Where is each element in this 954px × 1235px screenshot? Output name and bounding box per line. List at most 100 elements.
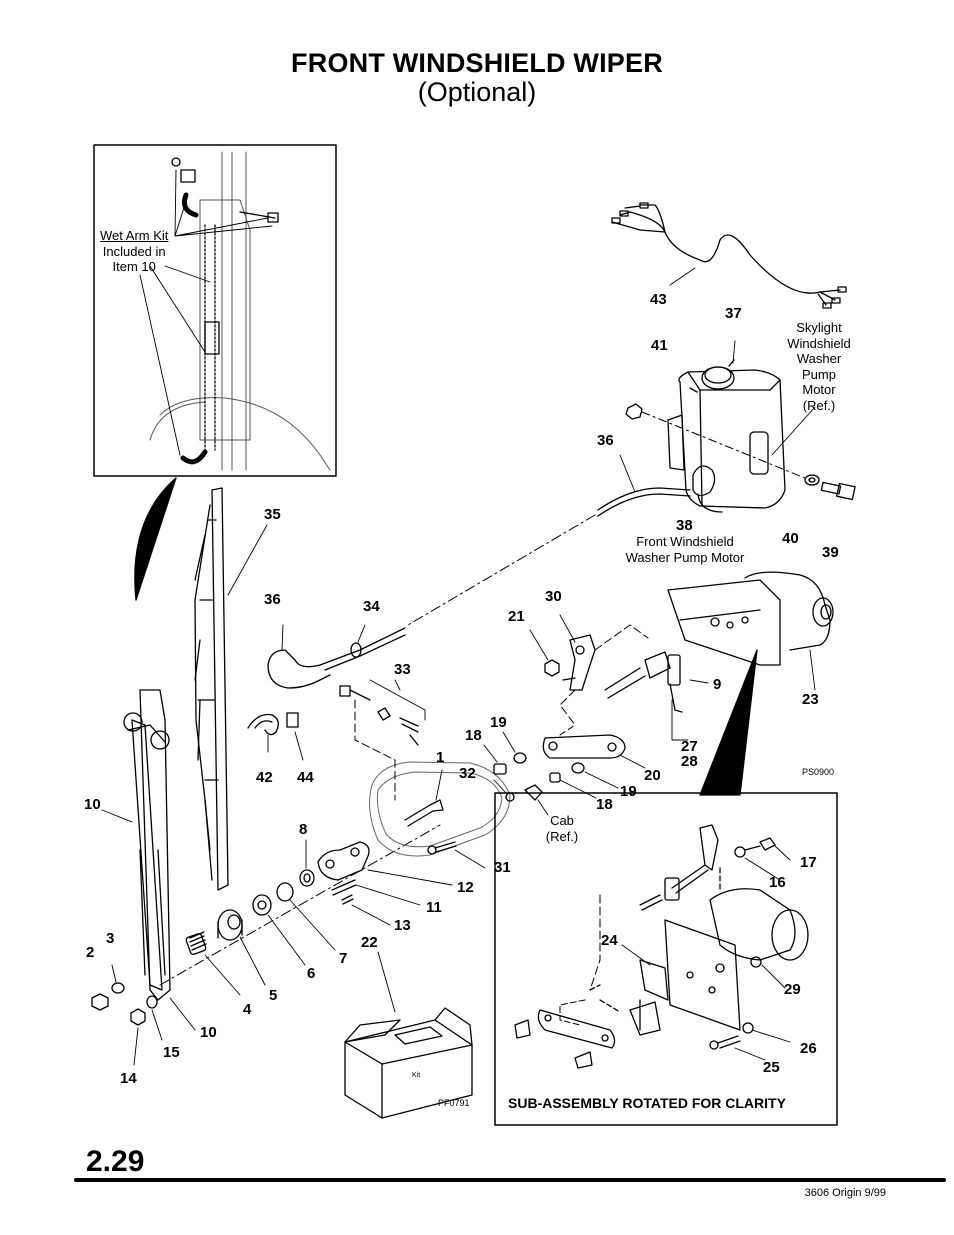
washer-3 — [111, 964, 125, 994]
cab-note-line-1: Cab — [550, 813, 574, 828]
callout-16: 16 — [769, 874, 786, 891]
bushing-18-lower — [549, 772, 597, 799]
drive-shaft-9 — [604, 651, 709, 741]
wet-arm-inset-frame — [93, 144, 337, 477]
callout-38: 38 — [676, 517, 693, 534]
callout-32: 32 — [459, 765, 476, 782]
wet-arm-note-line-2: Included in — [102, 243, 166, 259]
callout-12: 12 — [457, 879, 474, 896]
wet-arm-note-line-1: Wet Arm Kit — [100, 228, 169, 243]
bushing-5 — [217, 909, 266, 986]
wet-arm-inset-art — [149, 151, 331, 471]
wiper-motor-23 — [667, 571, 834, 691]
pivot-axis-dashed — [159, 824, 441, 986]
callout-10-upper: 10 — [84, 796, 101, 813]
wiring-harness-43 — [611, 202, 847, 309]
callout-36-lower: 36 — [264, 591, 281, 608]
subassembly-art — [514, 824, 809, 1069]
wet-arm-note-line-3: Item 10 — [112, 259, 156, 275]
callout-23: 23 — [802, 691, 819, 708]
pivot-nut-4 — [185, 931, 241, 996]
callout-17: 17 — [800, 854, 817, 871]
callout-43: 43 — [650, 291, 667, 308]
callout-18-lower: 18 — [596, 796, 613, 813]
figure-code-pf0791: PF0791 — [438, 1098, 470, 1108]
cab-reference-outline — [369, 761, 511, 857]
wet-arm-note: Wet Arm Kit Included in Item 10 — [100, 228, 168, 275]
callout-14: 14 — [120, 1070, 137, 1087]
wet-arm-leaders — [139, 169, 273, 456]
screw-31 — [427, 841, 486, 869]
skylight-note-line-3: Washer — [796, 351, 842, 367]
callout-34: 34 — [363, 598, 380, 615]
page-title: FRONT WINDSHIELD WIPER — [291, 48, 663, 78]
callout-13: 13 — [394, 917, 411, 934]
section-number: 2.29 — [86, 1145, 145, 1178]
washer-40 — [804, 474, 820, 486]
callout-28: 28 — [681, 753, 698, 770]
callout-19-lower: 19 — [620, 783, 637, 800]
nut-14 — [130, 1008, 146, 1066]
kit-box-label: Kit — [412, 1072, 421, 1079]
callout-19-upper: 19 — [490, 714, 507, 731]
washer-19-upper — [502, 731, 527, 764]
callout-5: 5 — [269, 987, 278, 1004]
washer-hose-36-lower — [267, 624, 406, 689]
callout-18-upper: 18 — [465, 727, 482, 744]
shaft-11 — [331, 879, 421, 906]
clip-42 — [247, 713, 279, 753]
callout-9: 9 — [713, 676, 722, 693]
washer-hose-36-upper — [597, 454, 691, 517]
reservoir-axis-dashed — [641, 411, 811, 481]
front-pump-note-line-1: Front Windshield — [636, 534, 734, 549]
skylight-note-line-6: (Ref.) — [802, 397, 836, 413]
callout-31: 31 — [494, 859, 511, 876]
skylight-note-line-2: Windshield — [787, 335, 851, 351]
link-dashed-upper — [559, 624, 649, 726]
wiper-blade-35 — [194, 487, 268, 891]
pivot-shaft-1 — [404, 769, 444, 827]
callout-21: 21 — [508, 608, 525, 625]
callout-27: 27 — [681, 738, 698, 755]
callout-30: 30 — [545, 588, 562, 605]
link-arm-20 — [542, 734, 646, 769]
callout-2: 2 — [86, 944, 95, 961]
callout-37: 37 — [725, 305, 742, 322]
washer-19-lower — [571, 762, 619, 789]
nut-2 — [91, 993, 109, 1011]
skylight-note-line-4: Pump — [802, 366, 836, 382]
callout-42: 42 — [256, 769, 273, 786]
callout-22: 22 — [361, 934, 378, 951]
washer-reservoir-37 — [667, 340, 816, 513]
screw-13 — [341, 894, 391, 926]
bolt-39 — [820, 481, 856, 501]
cab-ref-clip — [524, 784, 543, 801]
callout-29: 29 — [784, 981, 801, 998]
nut-41 — [625, 403, 643, 420]
hose-connector-33 — [339, 679, 426, 801]
footer-text: 3606 Origin 9/99 — [804, 1187, 886, 1199]
washer-15 — [146, 995, 163, 1041]
callout-25: 25 — [763, 1059, 780, 1076]
washer-7 — [276, 882, 336, 951]
callout-24: 24 — [601, 932, 618, 949]
bracket-30 — [559, 614, 596, 691]
callout-35: 35 — [264, 506, 281, 523]
callout-4: 4 — [243, 1001, 252, 1018]
wet-arm-hose — [171, 157, 279, 465]
subassembly-pointer-wedge — [699, 649, 758, 796]
inset-pointer-wedge — [134, 477, 177, 601]
front-pump-note-line-2: Washer Pump Motor — [625, 549, 745, 565]
callout-33: 33 — [394, 661, 411, 678]
washer-8 — [299, 839, 315, 887]
callout-41: 41 — [651, 337, 668, 354]
cab-note-line-2: (Ref.) — [545, 828, 579, 844]
figure-code-ps0900: PS0900 — [802, 767, 835, 777]
hose-run-dashed — [407, 514, 596, 626]
subassembly-caption: SUB-ASSEMBLY ROTATED FOR CLARITY — [508, 1095, 786, 1111]
skylight-pump-note: Skylight Windshield Washer Pump Motor (R… — [780, 320, 858, 414]
callout-1: 1 — [436, 749, 445, 766]
mounting-plate-12 — [317, 841, 453, 886]
front-pump-note: Front Windshield Washer Pump Motor — [615, 534, 755, 565]
